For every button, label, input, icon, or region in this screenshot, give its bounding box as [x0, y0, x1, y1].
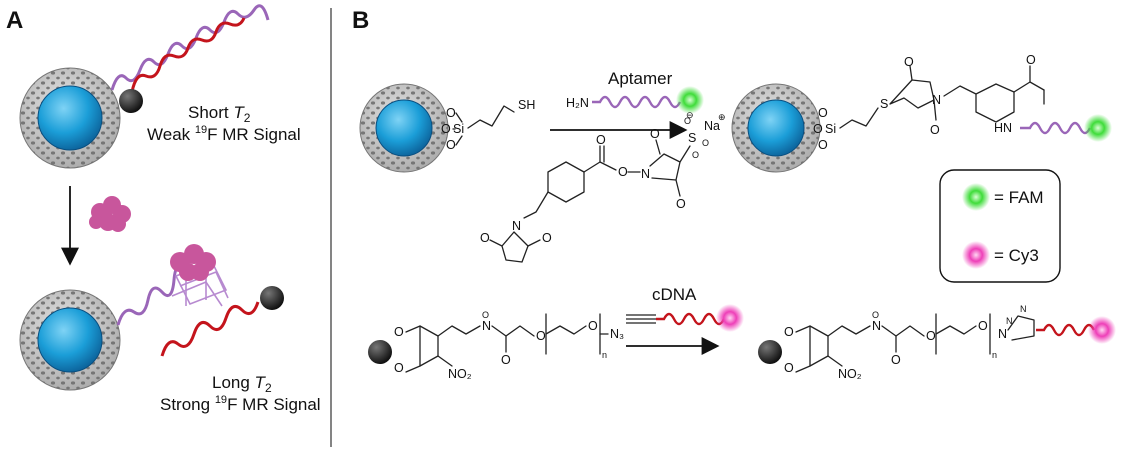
- triazole-product-structure: O O N O O O O n N N N NO₂: [784, 304, 1035, 381]
- aptamer-product-strand: [1020, 121, 1092, 135]
- svg-text:O: O: [588, 319, 598, 333]
- svg-text:Si: Si: [453, 122, 464, 136]
- svg-text:N: N: [482, 319, 491, 333]
- svg-text:O: O: [501, 353, 511, 367]
- svg-text:O: O: [692, 150, 699, 160]
- nanoparticle-bottom: [19, 289, 121, 391]
- state2-t2-label: Long T2: [212, 373, 272, 395]
- svg-text:O: O: [676, 197, 686, 211]
- svg-text:⊖: ⊖: [686, 110, 694, 120]
- svg-text:O: O: [926, 329, 936, 343]
- svg-text:S: S: [688, 131, 696, 145]
- svg-text:n: n: [992, 350, 997, 360]
- svg-text:Si: Si: [825, 122, 836, 136]
- svg-text:S: S: [880, 97, 888, 111]
- silane-linker-product: O O O Si S O N O O HN: [813, 53, 1045, 152]
- fam-dye-reagent: [676, 86, 704, 114]
- svg-text:O: O: [596, 133, 606, 147]
- legend-cy3-label: = Cy3: [994, 246, 1039, 265]
- amine-label: H₂N: [566, 96, 589, 110]
- svg-text:⊕: ⊕: [718, 112, 726, 122]
- svg-text:O: O: [1026, 53, 1036, 67]
- fam-dye-product: [1084, 114, 1112, 142]
- svg-text:N: N: [1020, 304, 1027, 314]
- svg-text:N: N: [512, 219, 521, 233]
- cdna-product-strand: [1036, 323, 1096, 337]
- svg-text:O: O: [618, 165, 628, 179]
- svg-text:HN: HN: [994, 121, 1012, 135]
- svg-text:O: O: [482, 310, 489, 320]
- legend-fam-label: = FAM: [994, 188, 1044, 207]
- state1-t2-label: Short T2: [188, 103, 251, 125]
- svg-text:O: O: [702, 138, 709, 148]
- svg-text:N: N: [641, 167, 650, 181]
- aptamer-reagent-strand: [592, 95, 682, 109]
- svg-text:N: N: [932, 93, 941, 107]
- svg-text:O: O: [446, 106, 456, 120]
- aptamer-strand-bottom: [116, 264, 188, 326]
- quencher-free: [260, 286, 284, 310]
- svg-text:Na: Na: [704, 119, 720, 133]
- svg-text:N: N: [1006, 316, 1013, 326]
- svg-text:O: O: [684, 116, 691, 126]
- nanoparticle-thiol: [359, 83, 449, 173]
- svg-text:O: O: [784, 325, 794, 339]
- svg-text:N: N: [998, 327, 1007, 341]
- nitrobenzyl-azide-structure: O O N O O O O n N₃ NO₂: [394, 310, 624, 381]
- svg-text:O: O: [542, 231, 552, 245]
- legend-fam-swatch: [962, 183, 990, 211]
- state1-signal-label: Weak 19F MR Signal: [147, 124, 301, 144]
- quencher-top: [119, 89, 143, 113]
- svg-text:O: O: [891, 353, 901, 367]
- aptamer-label: Aptamer: [608, 69, 673, 88]
- svg-text:O: O: [650, 127, 660, 141]
- cdna-reagent-strand: [656, 312, 726, 326]
- cdna-strand-free: [160, 301, 260, 357]
- svg-text:O: O: [441, 122, 451, 136]
- panel-label-a: A: [6, 7, 23, 34]
- svg-text:O: O: [818, 106, 828, 120]
- alkyne-group: [626, 314, 656, 324]
- target-protein-bound: [170, 244, 216, 281]
- crosslinker-structure: O O N O O S O ⊖ O O Na ⊕ N O O: [480, 110, 726, 263]
- state2-signal-label: Strong 19F MR Signal: [160, 394, 321, 414]
- svg-text:O: O: [813, 122, 823, 136]
- svg-text:O: O: [872, 310, 879, 320]
- nanoparticle-top: [19, 67, 121, 169]
- svg-text:NO₂: NO₂: [448, 367, 472, 381]
- svg-text:O: O: [930, 123, 940, 137]
- cy3-dye-product: [1088, 316, 1116, 344]
- svg-text:O: O: [394, 361, 404, 375]
- svg-text:N₃: N₃: [610, 327, 624, 341]
- svg-text:N: N: [872, 319, 881, 333]
- quencher-product: [758, 340, 782, 364]
- nanoparticle-aptamer-product: [731, 83, 821, 173]
- svg-text:n: n: [602, 350, 607, 360]
- legend-box: [939, 169, 1061, 283]
- cy3-dye-reagent: [716, 304, 744, 332]
- svg-text:O: O: [480, 231, 490, 245]
- cdna-strand-top: [130, 17, 246, 93]
- svg-text:O: O: [978, 319, 988, 333]
- svg-text:O: O: [904, 55, 914, 69]
- cdna-label: cDNA: [652, 285, 697, 304]
- svg-text:O: O: [536, 329, 546, 343]
- svg-text:O: O: [446, 138, 456, 152]
- svg-text:O: O: [818, 138, 828, 152]
- quencher-reagent: [368, 340, 392, 364]
- silane-linker-left: O O O Si SH: [441, 98, 535, 152]
- target-protein-free: [89, 196, 131, 232]
- svg-text:O: O: [394, 325, 404, 339]
- panel-label-b: B: [352, 7, 369, 34]
- svg-text:O: O: [784, 361, 794, 375]
- legend-cy3-swatch: [962, 241, 990, 269]
- svg-text:SH: SH: [518, 98, 535, 112]
- svg-text:NO₂: NO₂: [838, 367, 862, 381]
